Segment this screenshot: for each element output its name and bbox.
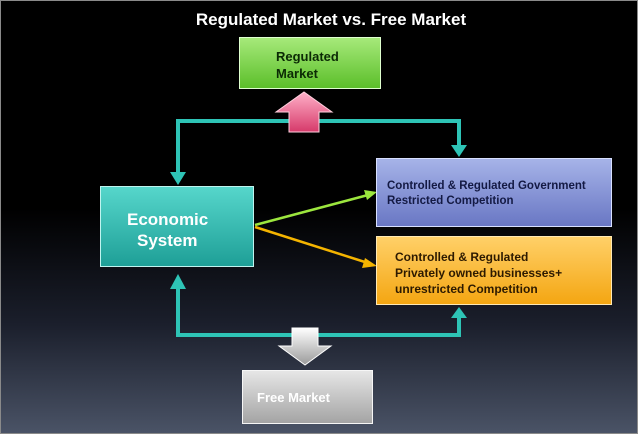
orange-arrow-line [254, 225, 369, 265]
economic-system-box: Economic System [100, 186, 254, 267]
regulated-market-box: Regulated Market [239, 37, 381, 89]
top-connector-right-arrowhead [451, 145, 467, 157]
free-market-box: Free Market [242, 370, 373, 424]
up-block-arrow [274, 91, 334, 133]
private-business-label-line-1: Controlled & Regulated [395, 250, 529, 264]
regulated-market-label-line-1: Regulated [276, 49, 339, 64]
economic-system-label-line-1: Economic [127, 210, 209, 229]
regulated-market-label-line-2: Market [276, 66, 318, 81]
green-arrowhead [364, 190, 377, 200]
private-business-label-line-2: Privately owned businesses+ [395, 266, 563, 280]
orange-arrowhead [362, 258, 377, 268]
diagram-title: Regulated Market vs. Free Market [195, 10, 467, 29]
government-regulation-box: Controlled & Regulated Government Restri… [376, 158, 612, 227]
private-business-label-line-3: unrestricted Competition [395, 282, 538, 296]
government-regulation-label-line-1: Controlled & Regulated Government [387, 180, 586, 192]
bottom-connector-right-arrowhead [451, 307, 467, 318]
government-regulation-label-line-2: Restricted Competition [387, 195, 514, 207]
top-connector-left-arrowhead [170, 172, 186, 185]
economic-system-label-line-2: System [137, 231, 198, 250]
green-arrow-line [254, 193, 369, 227]
down-block-arrow [277, 327, 333, 366]
bottom-connector-left-arrowhead [170, 274, 186, 289]
private-business-box: Controlled & Regulated Privately owned b… [376, 236, 612, 305]
free-market-label: Free Market [257, 390, 330, 405]
